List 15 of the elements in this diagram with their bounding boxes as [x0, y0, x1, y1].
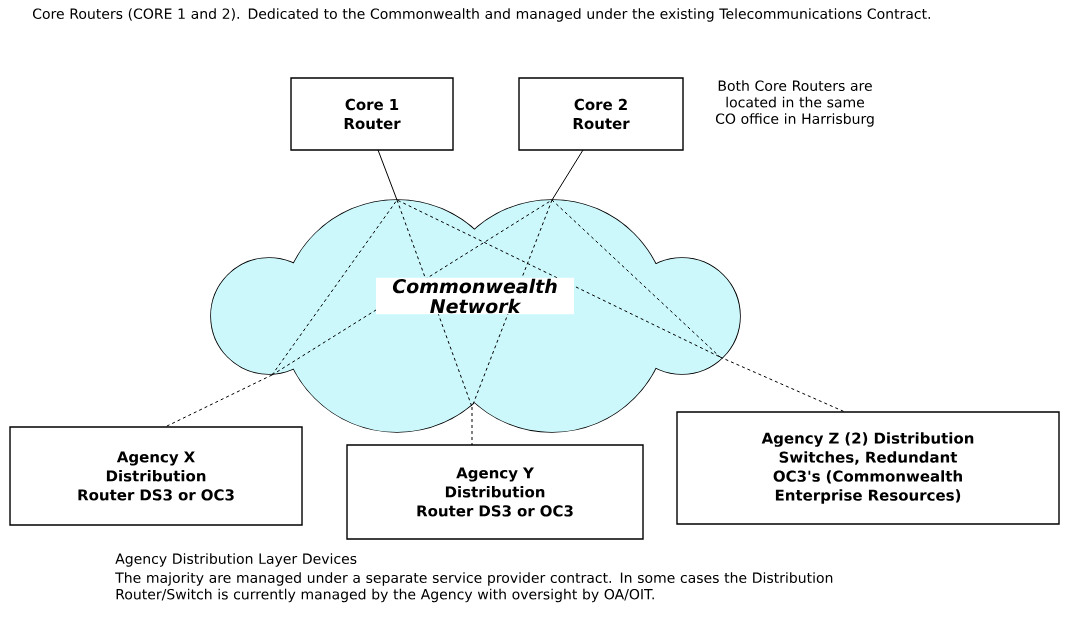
router-box: Agency X Distribution Router DS3 or OC3	[9, 426, 303, 526]
cloud-label: Commonwealth Network	[376, 277, 574, 315]
connector-line	[377, 149, 398, 201]
router-box: Agency Z (2) Distribution Switches, Redundant OC3's (Commonwealth Enterprise Resources)	[676, 411, 1060, 525]
router-box: Core 2 Router	[518, 77, 684, 151]
note-text: Both Core Routers are located in the same CO office in Harrisburg	[715, 80, 874, 127]
connector-line	[471, 406, 473, 446]
connector-line	[719, 356, 846, 413]
connector-line	[551, 149, 584, 201]
title-text: Core Routers (CORE 1 and 2). Dedicated to the Commonwealth and managed under the existing Telecommunications Contract.	[33, 8, 930, 22]
note-text: Agency Distribution Layer Devices	[115, 553, 357, 567]
note-text: The majority are managed under a separate service provider contract. In some cases the Distribution Router/Switch is currently managed by the Agency with oversight by OA/OIT.	[115, 572, 833, 603]
router-box: Agency Y Distribution Router DS3 or OC3	[346, 444, 644, 540]
connector-line	[164, 374, 273, 428]
router-box: Core 1 Router	[290, 77, 454, 151]
